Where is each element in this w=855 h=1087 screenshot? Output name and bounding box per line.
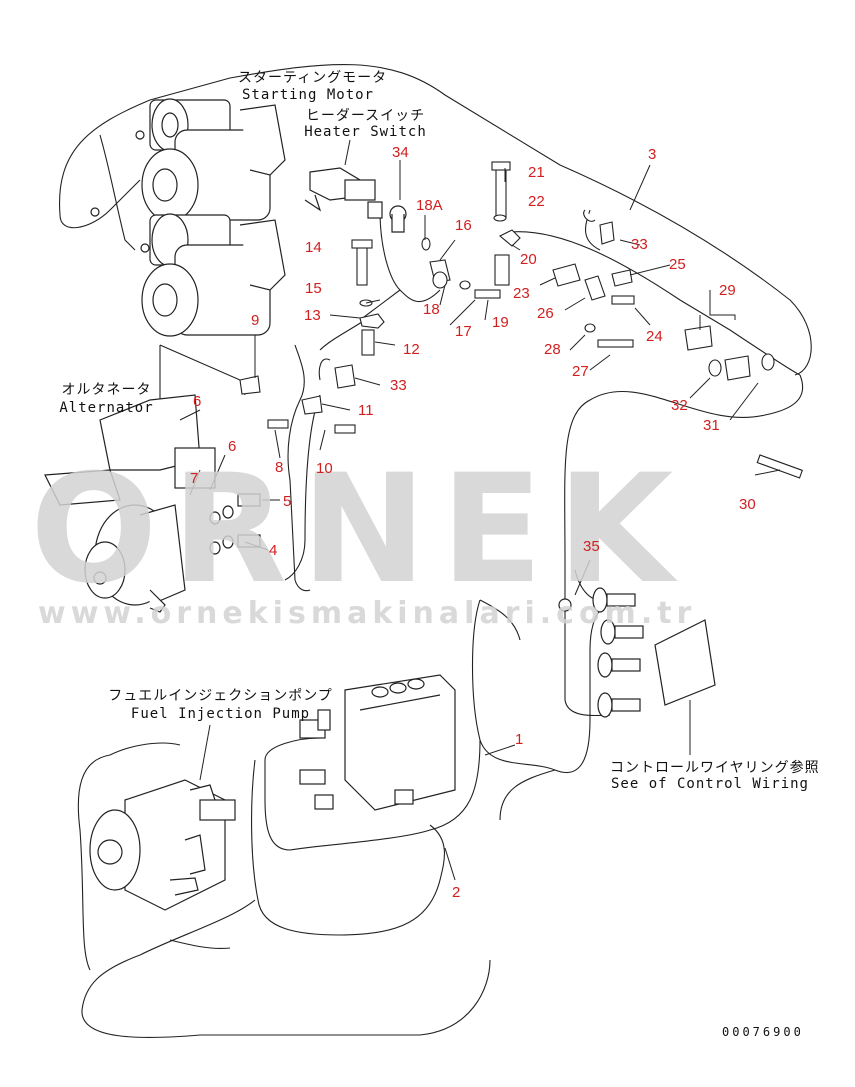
alternator-icon — [44, 394, 261, 613]
callout-15: 15 — [305, 280, 322, 297]
label-starting-motor-jp: スターティングモータ — [238, 70, 388, 86]
callout-9: 9 — [251, 312, 260, 329]
fuel-injection-pump-icon — [89, 779, 236, 911]
label-fuel-pump-en: Fuel Injection Pump — [130, 706, 311, 722]
callout-2: 2 — [452, 884, 461, 901]
control-connectors-icon — [558, 587, 716, 718]
callout-18a: 18A — [416, 197, 443, 214]
callout-24: 24 — [646, 328, 663, 345]
label-alternator-en: Alternator — [59, 400, 154, 416]
label-starting-motor-en: Starting Motor — [241, 87, 374, 103]
watermark-brand: ORNEK — [30, 443, 688, 617]
label-heater-switch-jp: ヒーダースイッチ — [305, 108, 426, 124]
callout-20: 20 — [520, 251, 537, 268]
label-heater-switch-en: Heater Switch — [304, 124, 427, 140]
callout-13: 13 — [304, 307, 321, 324]
callout-8: 8 — [275, 459, 284, 476]
callout-27: 27 — [572, 363, 589, 380]
callout-7: 7 — [190, 470, 199, 487]
small-parts-icon — [239, 161, 803, 479]
heater-switch-icon — [304, 167, 407, 233]
callout-17: 17 — [455, 323, 472, 340]
label-control-wiring-en: See of Control Wiring — [610, 776, 809, 792]
callout-30: 30 — [739, 496, 756, 513]
label-control-wiring-jp: コントロールワイヤリング参照 — [610, 760, 820, 776]
label-alternator-jp: オルタネータ — [61, 382, 152, 398]
callout-23: 23 — [513, 285, 530, 302]
watermark-url: www.ornekismakinalari.com.tr — [38, 596, 697, 631]
callout-6a: 6 — [193, 393, 202, 410]
harness-2 — [251, 759, 446, 936]
callout-34: 34 — [392, 144, 409, 161]
harness-3-right — [509, 231, 801, 376]
callout-33a: 33 — [631, 236, 648, 253]
drawing-code: 00076900 — [722, 1025, 804, 1039]
callout-29: 29 — [719, 282, 736, 299]
harness-3 — [58, 63, 812, 376]
callout-6b: 6 — [228, 438, 237, 455]
label-fuel-pump-jp: フュエルインジェクションポンプ — [108, 688, 333, 704]
callout-5: 5 — [283, 493, 292, 510]
callout-35: 35 — [583, 538, 600, 555]
callout-11: 11 — [358, 402, 374, 419]
callout-16: 16 — [455, 217, 472, 234]
starting-motor-icon — [90, 98, 286, 337]
controller-box-icon — [299, 674, 456, 811]
callout-25: 25 — [669, 256, 686, 273]
callout-31: 31 — [703, 417, 720, 434]
callout-4: 4 — [269, 542, 278, 559]
callout-33b: 33 — [390, 377, 407, 394]
callout-3: 3 — [648, 146, 657, 163]
callout-14: 14 — [305, 239, 322, 256]
callout-12: 12 — [403, 341, 420, 358]
callout-1: 1 — [515, 731, 524, 748]
callout-28: 28 — [544, 341, 561, 358]
callout-21: 21 — [528, 164, 545, 181]
harness-1 — [471, 599, 611, 774]
callout-19: 19 — [492, 314, 509, 331]
callout-10: 10 — [316, 460, 333, 477]
callout-22: 22 — [528, 193, 545, 210]
callout-32: 32 — [671, 397, 688, 414]
callout-18: 18 — [423, 301, 440, 318]
callout-26: 26 — [537, 305, 554, 322]
